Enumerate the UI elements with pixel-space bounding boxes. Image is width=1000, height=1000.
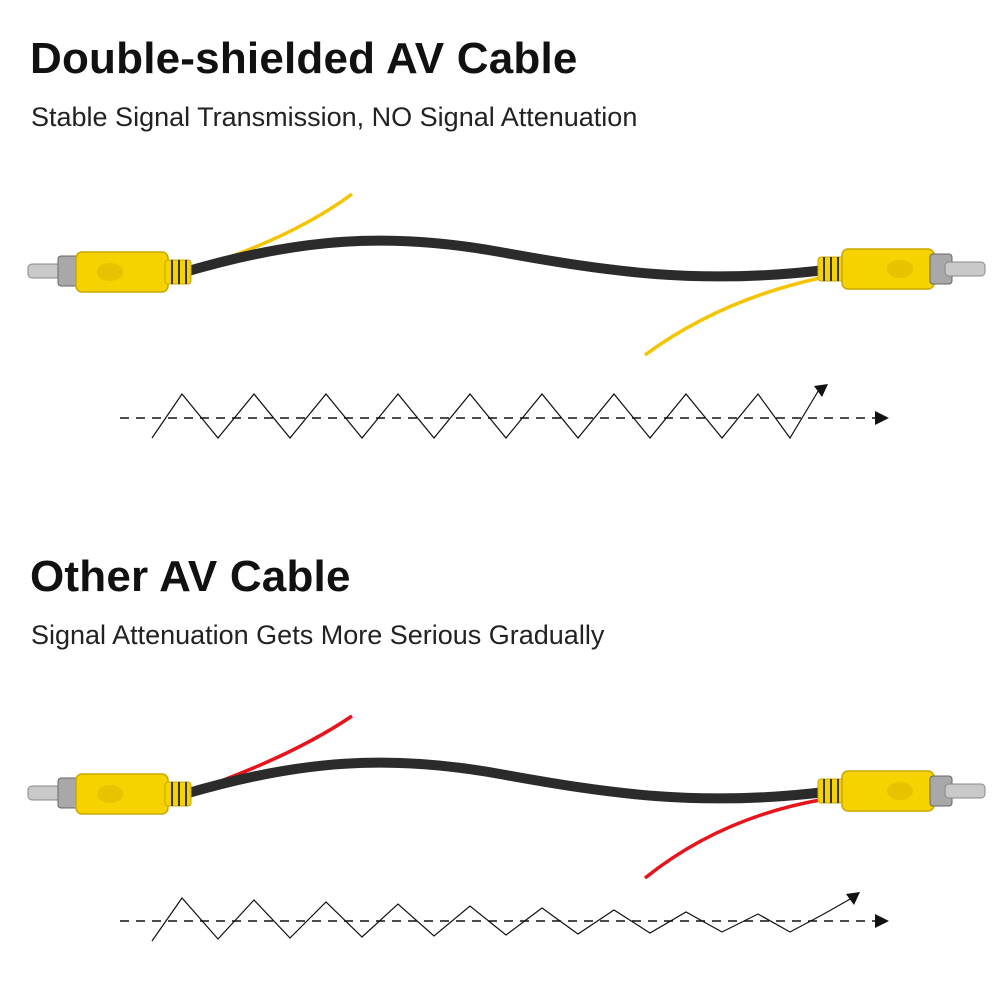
cable xyxy=(180,235,830,282)
section-subtitle: Stable Signal Transmission, NO Signal At… xyxy=(31,102,638,132)
wave-arrow-icon xyxy=(814,384,828,397)
rca-connector-right-icon xyxy=(817,248,986,290)
rca-connector-left-icon xyxy=(27,251,192,293)
rca-connector-left-icon xyxy=(27,773,192,815)
signal-wave-icon xyxy=(151,387,821,440)
section-subtitle: Signal Attenuation Gets More Serious Gra… xyxy=(31,620,605,650)
rca-connector-right-icon xyxy=(817,770,986,812)
section-title: Other AV Cable xyxy=(30,552,351,601)
cable-illustration xyxy=(27,192,986,440)
section-double-shielded: Double-shielded AV Cable Stable Signal T… xyxy=(27,34,986,440)
section-other-cable: Other AV Cable Signal Attenuation Gets M… xyxy=(0,518,1000,1000)
wave-arrow-icon xyxy=(846,892,860,905)
arrow-right-icon xyxy=(875,914,889,928)
section-title: Double-shielded AV Cable xyxy=(30,34,578,83)
cable xyxy=(180,757,830,804)
cable-illustration xyxy=(27,714,986,942)
lead-wire-right xyxy=(643,798,821,880)
lead-wire-right xyxy=(643,276,821,357)
arrow-right-icon xyxy=(875,411,889,425)
signal-wave-icon xyxy=(151,897,853,942)
